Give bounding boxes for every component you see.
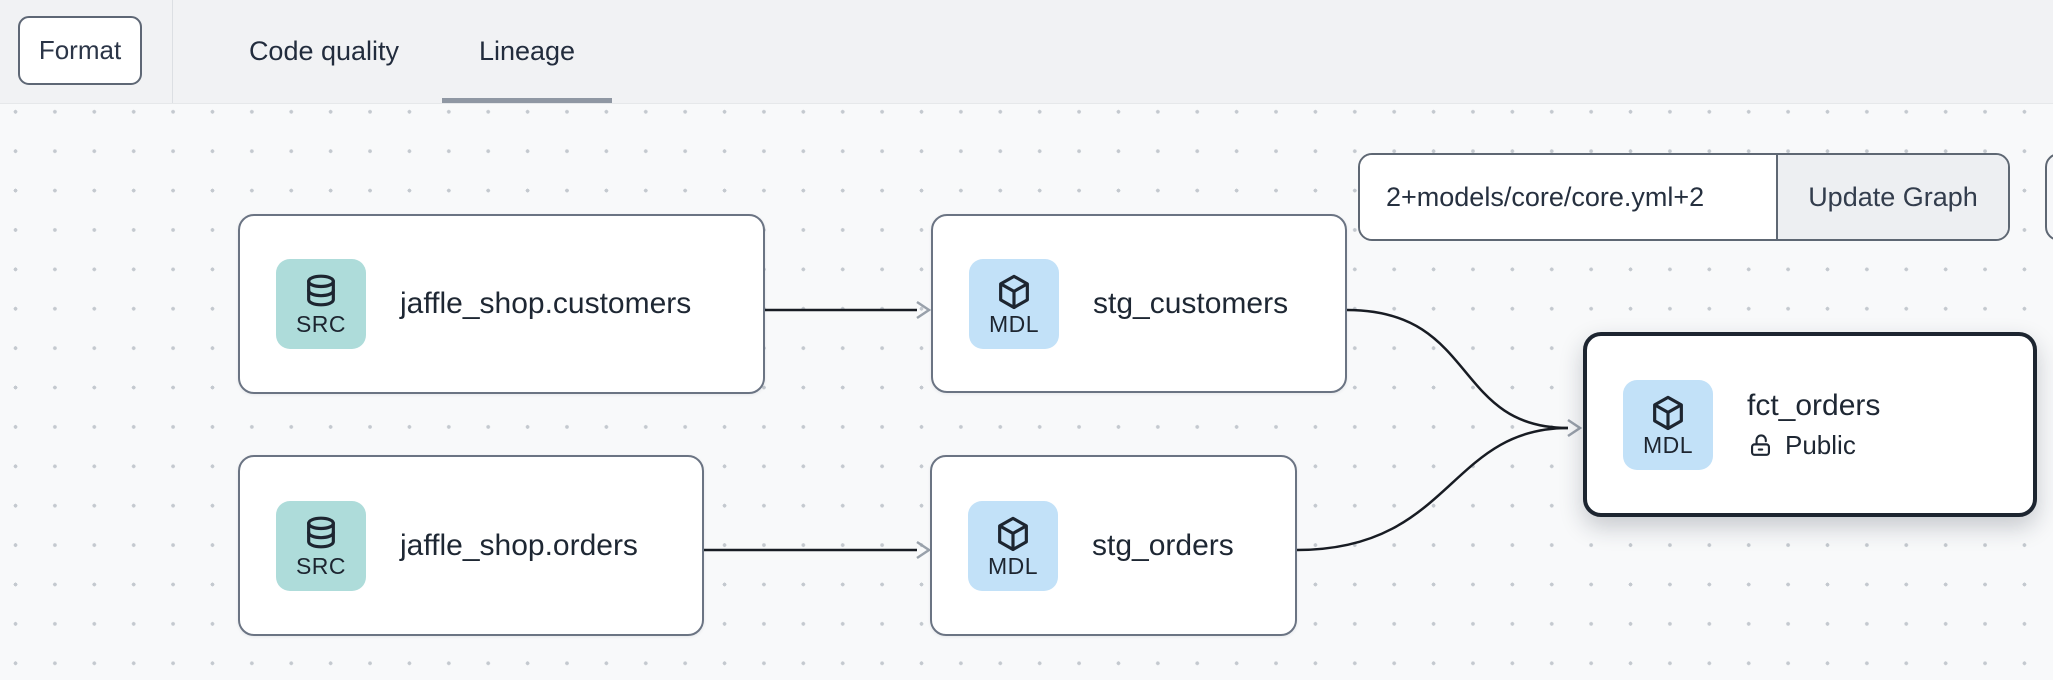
node-stg-customers[interactable]: MDL stg_customers	[931, 214, 1347, 393]
badge-label: SRC	[295, 311, 347, 337]
tab-lineage-label: Lineage	[478, 36, 576, 66]
cube-icon	[1653, 395, 1683, 430]
node-jaffle-shop-customers[interactable]: SRC jaffle_shop.customers	[238, 214, 765, 394]
database-icon	[307, 516, 335, 548]
badge-label: MDL	[987, 552, 1039, 579]
node-label-block: fct_orders Public	[1747, 389, 1880, 461]
model-type-badge: MDL	[1623, 379, 1713, 470]
badge-label: MDL	[1642, 431, 1694, 458]
node-fct-orders[interactable]: MDL fct_orders Public	[1583, 332, 2037, 517]
model-type-badge: MDL	[968, 500, 1058, 591]
source-type-badge: SRC	[276, 500, 366, 591]
graph-selector-group: Update Graph	[1358, 153, 2010, 241]
update-graph-button[interactable]: Update Graph	[1776, 155, 2008, 239]
node-label: stg_customers	[1093, 286, 1289, 320]
tab-code-quality[interactable]: Code quality	[239, 0, 409, 103]
node-label: fct_orders	[1747, 388, 1881, 422]
lock-open-icon	[1750, 433, 1771, 456]
cube-icon	[999, 274, 1029, 309]
tab-lineage[interactable]: Lineage	[442, 0, 612, 103]
access-row: Public	[1747, 430, 1880, 461]
cube-icon	[998, 516, 1028, 551]
model-type-badge: MDL	[969, 258, 1059, 349]
node-jaffle-shop-orders[interactable]: SRC jaffle_shop.orders	[238, 455, 704, 636]
badge-label: MDL	[988, 310, 1040, 337]
arrowhead-icon	[1567, 418, 1583, 438]
access-label: Public	[1785, 429, 1856, 460]
edge-stg-orders-to-fct-orders[interactable]	[1296, 426, 1569, 552]
node-label: jaffle_shop.orders	[400, 528, 638, 562]
arrowhead-icon	[916, 300, 932, 320]
cutoff-control-button[interactable]	[2045, 153, 2053, 241]
node-label: stg_orders	[1092, 528, 1234, 562]
arrowhead-icon	[916, 540, 932, 560]
format-button[interactable]: Format	[18, 16, 142, 85]
selector-input[interactable]	[1360, 155, 1776, 239]
edge-stg-customers-to-fct-orders[interactable]	[1346, 308, 1569, 430]
source-type-badge: SRC	[276, 259, 366, 349]
topbar: Format Code quality Lineage	[0, 0, 2053, 104]
node-stg-orders[interactable]: MDL stg_orders	[930, 455, 1297, 636]
node-label: jaffle_shop.customers	[400, 287, 692, 320]
tab-code-quality-label: Code quality	[248, 36, 400, 66]
badge-label: SRC	[295, 552, 347, 579]
topbar-divider	[172, 0, 173, 103]
database-icon	[307, 274, 335, 307]
active-tab-underline	[442, 98, 612, 103]
